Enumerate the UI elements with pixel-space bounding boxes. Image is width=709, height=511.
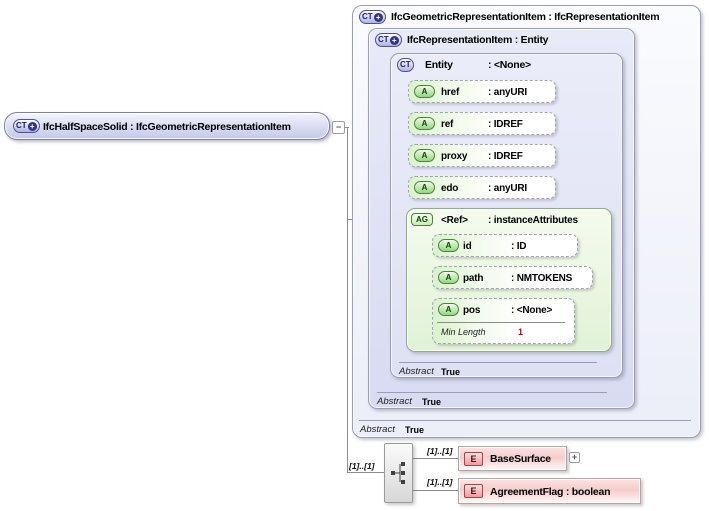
abstract-value: True — [422, 397, 442, 407]
attribute-icon: A — [438, 239, 459, 252]
complex-type-icon-label: CT — [378, 35, 389, 44]
complex-type-icon-label: CT — [400, 60, 411, 69]
cardinality-label: [1]..[1] — [427, 446, 453, 456]
attribute-icon: A — [438, 303, 459, 316]
attribute-name: id — [463, 241, 472, 252]
attribute-name: href — [441, 87, 460, 98]
abstract-label: Abstract — [399, 366, 434, 377]
abstract-separator — [399, 362, 597, 363]
attribute-icon: A — [414, 117, 435, 130]
connector-trunk-line — [347, 127, 348, 473]
complex-type-icon: CT+ — [359, 10, 386, 24]
element-icon: E — [464, 452, 483, 466]
attribute-group-type: : instanceAttributes — [488, 215, 578, 226]
complex-type-icon-label: CT — [16, 121, 27, 130]
attribute-ref[interactable]: A ref : IDREF — [408, 112, 556, 135]
attribute-name: pos — [463, 305, 481, 316]
attribute-icon: A — [414, 85, 435, 98]
attribute-icon: A — [414, 149, 435, 162]
abstract-value: True — [405, 425, 425, 435]
element-label: IfcHalfSpaceSolid : IfcGeometricRepresen… — [43, 121, 291, 133]
abstract-label: Abstract — [360, 424, 395, 435]
cardinality-label: [1]..[1] — [349, 461, 375, 471]
facet-separator — [437, 322, 565, 323]
complex-type-icon-label: CT — [362, 12, 373, 21]
attribute-name: ref — [441, 119, 454, 130]
attribute-type: : ID — [511, 241, 527, 252]
abstract-separator — [359, 420, 691, 421]
element-label: AgreementFlag : boolean — [490, 486, 611, 498]
element-ifchalfspacesolid[interactable]: CT+ IfcHalfSpaceSolid : IfcGeometricRepr… — [4, 112, 330, 140]
attribute-icon: A — [414, 181, 435, 194]
entity-name: Entity — [425, 59, 453, 71]
attribute-href[interactable]: A href : anyURI — [408, 80, 556, 103]
attribute-group-icon: AG — [411, 213, 433, 226]
attribute-type: : anyURI — [488, 183, 527, 194]
connector-line-basesurface — [413, 458, 458, 459]
abstract-separator — [377, 392, 607, 393]
facet-value: 1 — [518, 327, 524, 337]
complex-type-icon: CT+ — [13, 119, 40, 133]
expand-button[interactable]: + — [569, 452, 580, 463]
attribute-pos[interactable]: A pos : <None> Min Length 1 — [432, 298, 575, 344]
attribute-icon: A — [438, 271, 459, 284]
element-agreementflag[interactable]: E AgreementFlag : boolean — [458, 478, 641, 504]
connector-line-sequence — [347, 472, 384, 473]
derived-plus-icon: + — [27, 121, 37, 131]
element-basesurface[interactable]: E BaseSurface — [458, 446, 567, 471]
facet-label: Min Length — [441, 327, 486, 337]
attribute-type: : <None> — [511, 305, 553, 316]
element-label: BaseSurface — [490, 453, 551, 465]
entity-type: : <None> — [488, 59, 531, 71]
sequence-icon — [390, 462, 405, 484]
attribute-type: : IDREF — [488, 151, 523, 162]
sequence-compositor[interactable] — [384, 443, 413, 503]
attribute-path[interactable]: A path : NMTOKENS — [432, 266, 593, 289]
attribute-id[interactable]: A id : ID — [432, 234, 578, 257]
attribute-group-name: <Ref> — [441, 215, 468, 226]
complex-type-icon: CT — [397, 58, 414, 72]
abstract-label: Abstract — [377, 396, 412, 407]
abstract-value: True — [441, 367, 461, 377]
derived-plus-icon: + — [373, 12, 383, 22]
collapse-button[interactable]: − — [332, 121, 345, 134]
cardinality-label: [1]..[1] — [427, 477, 453, 487]
attribute-type: : IDREF — [488, 119, 523, 130]
attribute-proxy[interactable]: A proxy : IDREF — [408, 144, 556, 167]
attribute-name: proxy — [441, 151, 468, 162]
type-title: IfcRepresentationItem : Entity — [407, 34, 549, 46]
attribute-edo[interactable]: A edo : anyURI — [408, 176, 556, 199]
element-icon: E — [464, 484, 483, 498]
attribute-type: : NMTOKENS — [511, 273, 573, 284]
attribute-name: edo — [441, 183, 459, 194]
connector-line-agreementflag — [413, 490, 458, 491]
complex-type-icon: CT+ — [375, 33, 402, 47]
attribute-name: path — [463, 273, 484, 284]
attribute-type: : anyURI — [488, 87, 527, 98]
derived-plus-icon: + — [389, 35, 399, 45]
type-title: IfcGeometricRepresentationItem : IfcRepr… — [391, 11, 660, 23]
